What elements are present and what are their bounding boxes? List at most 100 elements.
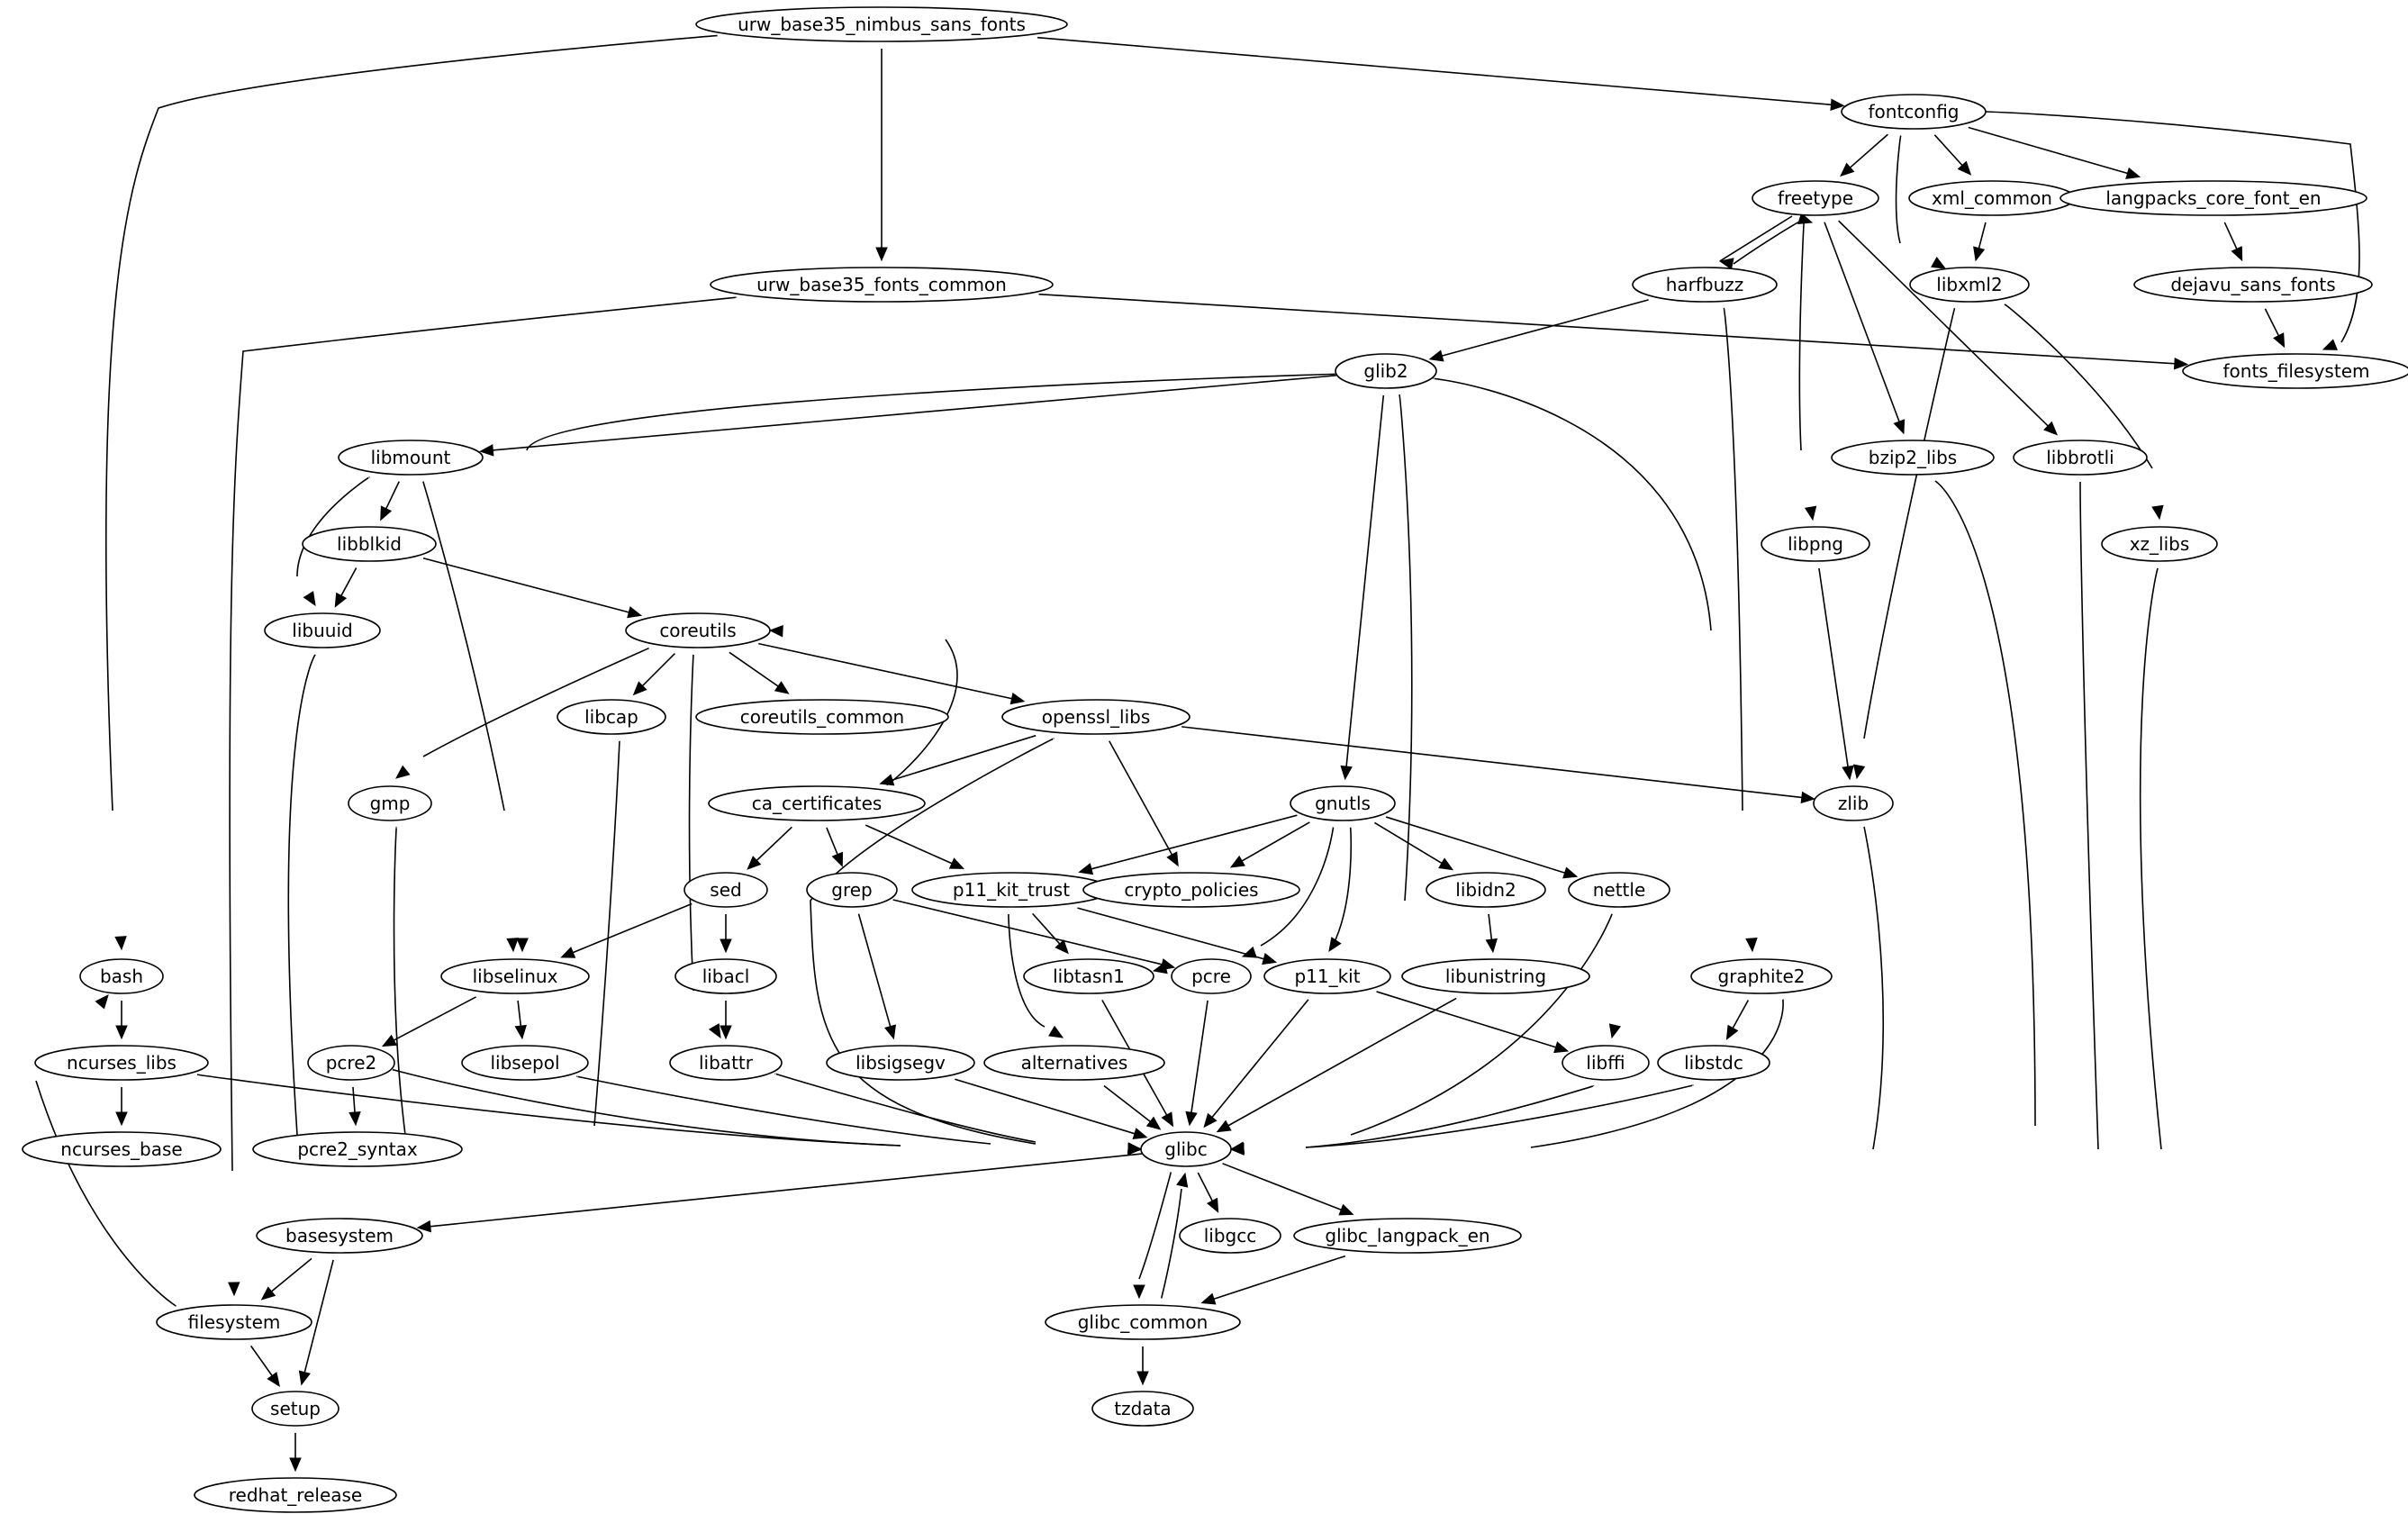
node-ellipse [1140, 1131, 1232, 1167]
node-label: libacl [702, 965, 750, 987]
node-ellipse [1082, 872, 1300, 908]
node-libffi: libffi [1562, 1045, 1650, 1081]
node-basesystem: basesystem [256, 1218, 423, 1254]
node-filesystem: filesystem [156, 1304, 312, 1340]
edge-grep-to-pcre [892, 899, 1176, 971]
node-libbrotli: libbrotli [2013, 440, 2148, 476]
node-bash: bash [79, 958, 164, 994]
node-fonts_filesystem: fonts_filesystem [2182, 353, 2408, 389]
edge-p11_kit_trust-to-alternatives [1008, 913, 1064, 1038]
edge-line [1305, 1084, 1694, 1148]
edge-line [826, 827, 839, 857]
edge-libsigsegv-to-glibc [955, 1078, 1148, 1140]
edge-libffi-to-glibc [1229, 1085, 1595, 1156]
node-label: libstdc [1684, 1052, 1743, 1074]
edge-arrowhead [560, 947, 576, 958]
node-label: grep [831, 879, 872, 901]
edge-arrowhead [380, 505, 393, 521]
edge-arrowhead [381, 1034, 397, 1047]
node-ca_certificates: ca_certificates [708, 785, 926, 821]
edge-gnutls-to-nettle [1385, 816, 1579, 879]
edge-line [1798, 222, 1806, 451]
node-ellipse [1831, 440, 1995, 476]
edge-openssl_libs-to-zlib [1181, 726, 1816, 804]
node-ellipse [1335, 353, 1437, 389]
edge-gnutls-to-p11_kit [1328, 827, 1353, 953]
edge-line [339, 567, 358, 598]
node-ellipse [669, 1045, 783, 1081]
node-label: bzip2_libs [1869, 447, 1957, 468]
node-label: graphite2 [1718, 965, 1806, 987]
edge-line [196, 1074, 901, 1147]
edge-arrowhead [1055, 939, 1069, 955]
node-ellipse [1761, 526, 1870, 562]
edge-arrowhead [1842, 765, 1854, 781]
node-label: bash [100, 965, 143, 987]
node-ellipse [1841, 94, 1987, 130]
node-libxml2: libxml2 [1909, 267, 2030, 303]
node-ellipse [302, 526, 437, 562]
node-label: glib2 [1363, 360, 1408, 382]
edge-arrowhead [516, 938, 529, 953]
edge-arrowhead [1931, 257, 1947, 269]
node-label: pcre [1191, 965, 1231, 987]
edges-layer [35, 34, 2360, 1473]
node-ellipse [79, 958, 164, 994]
edge-line [865, 824, 955, 866]
node-ellipse [256, 1218, 423, 1254]
edge-line [2004, 304, 2153, 469]
edge-glibc-to-basesystem [416, 1153, 1142, 1233]
edge-glibc_langpack_en-to-glibc_common [1200, 1255, 1346, 1305]
node-label: libtasn1 [1053, 965, 1125, 987]
edge-glibc_common-to-glibc [1160, 1172, 1189, 1299]
edge-libsepol-to-glibc [576, 1075, 1143, 1156]
node-label: urw_base35_fonts_common [756, 274, 1007, 295]
edge-line [1818, 567, 1850, 769]
node-ellipse [1023, 958, 1154, 994]
edge-arrowhead [479, 444, 494, 457]
node-ellipse [440, 958, 590, 994]
edge-line [1719, 215, 1793, 262]
edge-line [392, 996, 476, 1042]
edge-line [1210, 999, 1309, 1120]
edge-arrowhead [774, 681, 790, 694]
node-ellipse [2101, 526, 2218, 562]
node-label: langpacks_core_font_en [2105, 187, 2321, 209]
edge-arrowhead [720, 1025, 732, 1040]
edge-arrowhead [1725, 1024, 1739, 1040]
node-label: fontconfig [1869, 101, 1960, 122]
edge-glibc-to-glibc_common [1133, 1172, 1172, 1300]
edge-basesystem-to-filesystem [260, 1257, 312, 1301]
edge-xml_common-to-libxml2 [1973, 222, 1987, 262]
node-label: libbrotli [2046, 447, 2114, 468]
edge-arrowhead [1229, 1143, 1245, 1156]
edge-arrowhead [1438, 857, 1454, 871]
edge-arrowhead [1340, 765, 1353, 781]
edge-line [352, 1086, 356, 1115]
edge-xz_libs-to-glibc [1229, 567, 2162, 1156]
edge-libselinux-to-pcre2 [381, 996, 476, 1047]
node-ellipse [1001, 699, 1190, 735]
edge-filesystem-to-setup [250, 1345, 280, 1387]
node-label: p11_kit_trust [953, 879, 1070, 901]
node-label: coreutils [659, 620, 736, 641]
node-label: harfbuzz [1666, 274, 1744, 295]
node-ellipse [307, 1045, 395, 1081]
nodes-layer: urw_base35_nimbus_sans_fontsfontconfigfr… [22, 6, 2408, 1513]
node-ellipse [2059, 180, 2367, 216]
node-urw_base35_nimbus_sans_fonts: urw_base35_nimbus_sans_fonts [695, 6, 1068, 42]
edge-line [303, 1259, 334, 1374]
edge-arrowhead [1160, 958, 1176, 971]
edge-line [1399, 394, 1413, 902]
edge-libpng-to-zlib [1818, 567, 1854, 781]
edge-arrowhead [879, 774, 895, 786]
edge-arrowhead [115, 1025, 128, 1040]
edge-arrowhead [514, 1024, 527, 1040]
node-xz_libs: xz_libs [2101, 526, 2218, 562]
edge-freetype-to-bzip2_libs [1824, 222, 1906, 435]
node-libattr: libattr [669, 1045, 783, 1081]
node-label: p11_kit [1294, 965, 1360, 987]
edge-line [1848, 133, 1888, 169]
edge-line [250, 1345, 274, 1378]
edge-gnutls-to-libidn2 [1373, 821, 1454, 871]
